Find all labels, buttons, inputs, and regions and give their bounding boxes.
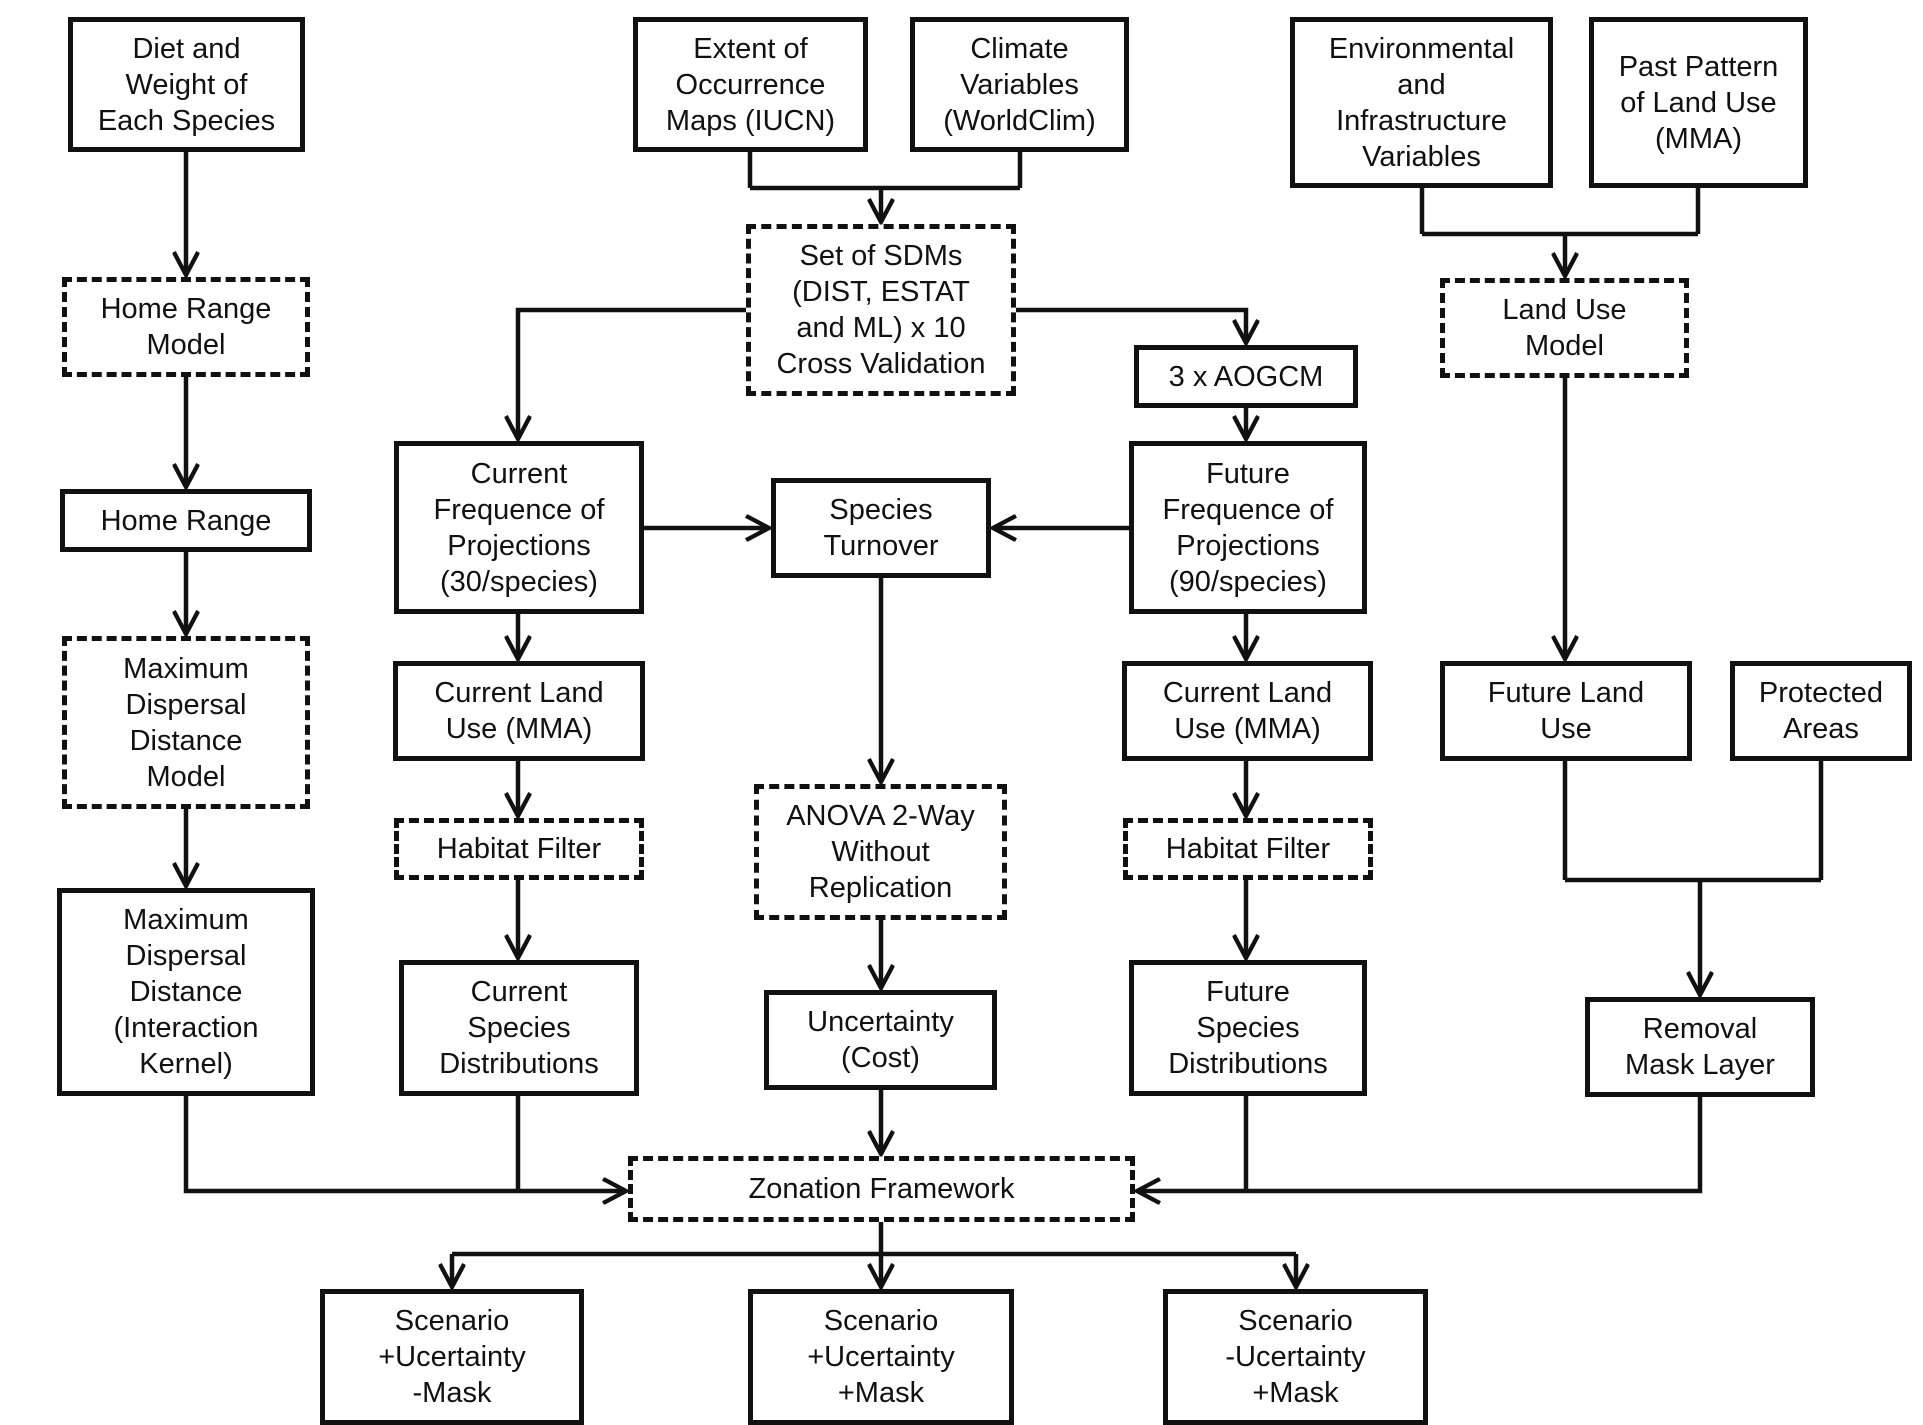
node-extent-of-occurrence: Extent of Occurrence Maps (IUCN) (633, 17, 868, 152)
node-scenario-1: Scenario +Ucertainty -Mask (320, 1289, 584, 1425)
node-future-frequence: Future Frequence of Projections (90/spec… (1129, 441, 1367, 614)
node-scenario-3: Scenario -Ucertainty +Mask (1163, 1289, 1428, 1425)
arrow-sdms-to-aogcm (1016, 307, 1246, 343)
node-removal-mask-layer: Removal Mask Layer (1585, 997, 1815, 1097)
node-future-land-use: Future Land Use (1440, 661, 1692, 761)
node-aogcm: 3 x AOGCM (1134, 345, 1358, 408)
node-set-of-sdms: Set of SDMs (DIST, ESTAT and ML) x 10 Cr… (746, 224, 1016, 396)
node-scenario-2: Scenario +Ucertainty +Mask (748, 1289, 1014, 1425)
node-environmental-variables: Environmental and Infrastructure Variabl… (1290, 17, 1553, 188)
node-habitat-filter-future: Habitat Filter (1123, 818, 1373, 880)
node-uncertainty: Uncertainty (Cost) (764, 990, 997, 1090)
node-diet-weight: Diet and Weight of Each Species (68, 17, 305, 152)
node-habitat-filter-current: Habitat Filter (394, 818, 644, 880)
node-protected-areas: Protected Areas (1730, 661, 1912, 761)
node-climate-variables: Climate Variables (WorldClim) (910, 17, 1129, 152)
node-current-species-distributions: Current Species Distributions (399, 960, 639, 1096)
arrow-sdms-to-current-frequence (518, 307, 746, 439)
node-past-land-use: Past Pattern of Land Use (MMA) (1589, 17, 1808, 188)
node-zonation-framework: Zonation Framework (628, 1156, 1135, 1222)
node-max-dispersal-model: Maximum Dispersal Distance Model (62, 636, 310, 809)
node-land-use-model: Land Use Model (1440, 278, 1689, 378)
node-current-frequence: Current Frequence of Projections (30/spe… (394, 441, 644, 614)
node-max-dispersal-kernel: Maximum Dispersal Distance (Interaction … (57, 888, 315, 1096)
node-home-range: Home Range (60, 489, 312, 552)
node-species-turnover: Species Turnover (771, 478, 991, 578)
node-future-current-land-use: Current Land Use (MMA) (1122, 661, 1373, 761)
arrow-removal-mask-to-zonation (1137, 1097, 1703, 1191)
arrow-kernel-to-zonation (183, 1096, 626, 1191)
node-anova: ANOVA 2-Way Without Replication (754, 784, 1007, 920)
node-future-species-distributions: Future Species Distributions (1129, 960, 1367, 1096)
node-home-range-model: Home Range Model (62, 277, 310, 377)
node-current-land-use: Current Land Use (MMA) (393, 661, 645, 761)
